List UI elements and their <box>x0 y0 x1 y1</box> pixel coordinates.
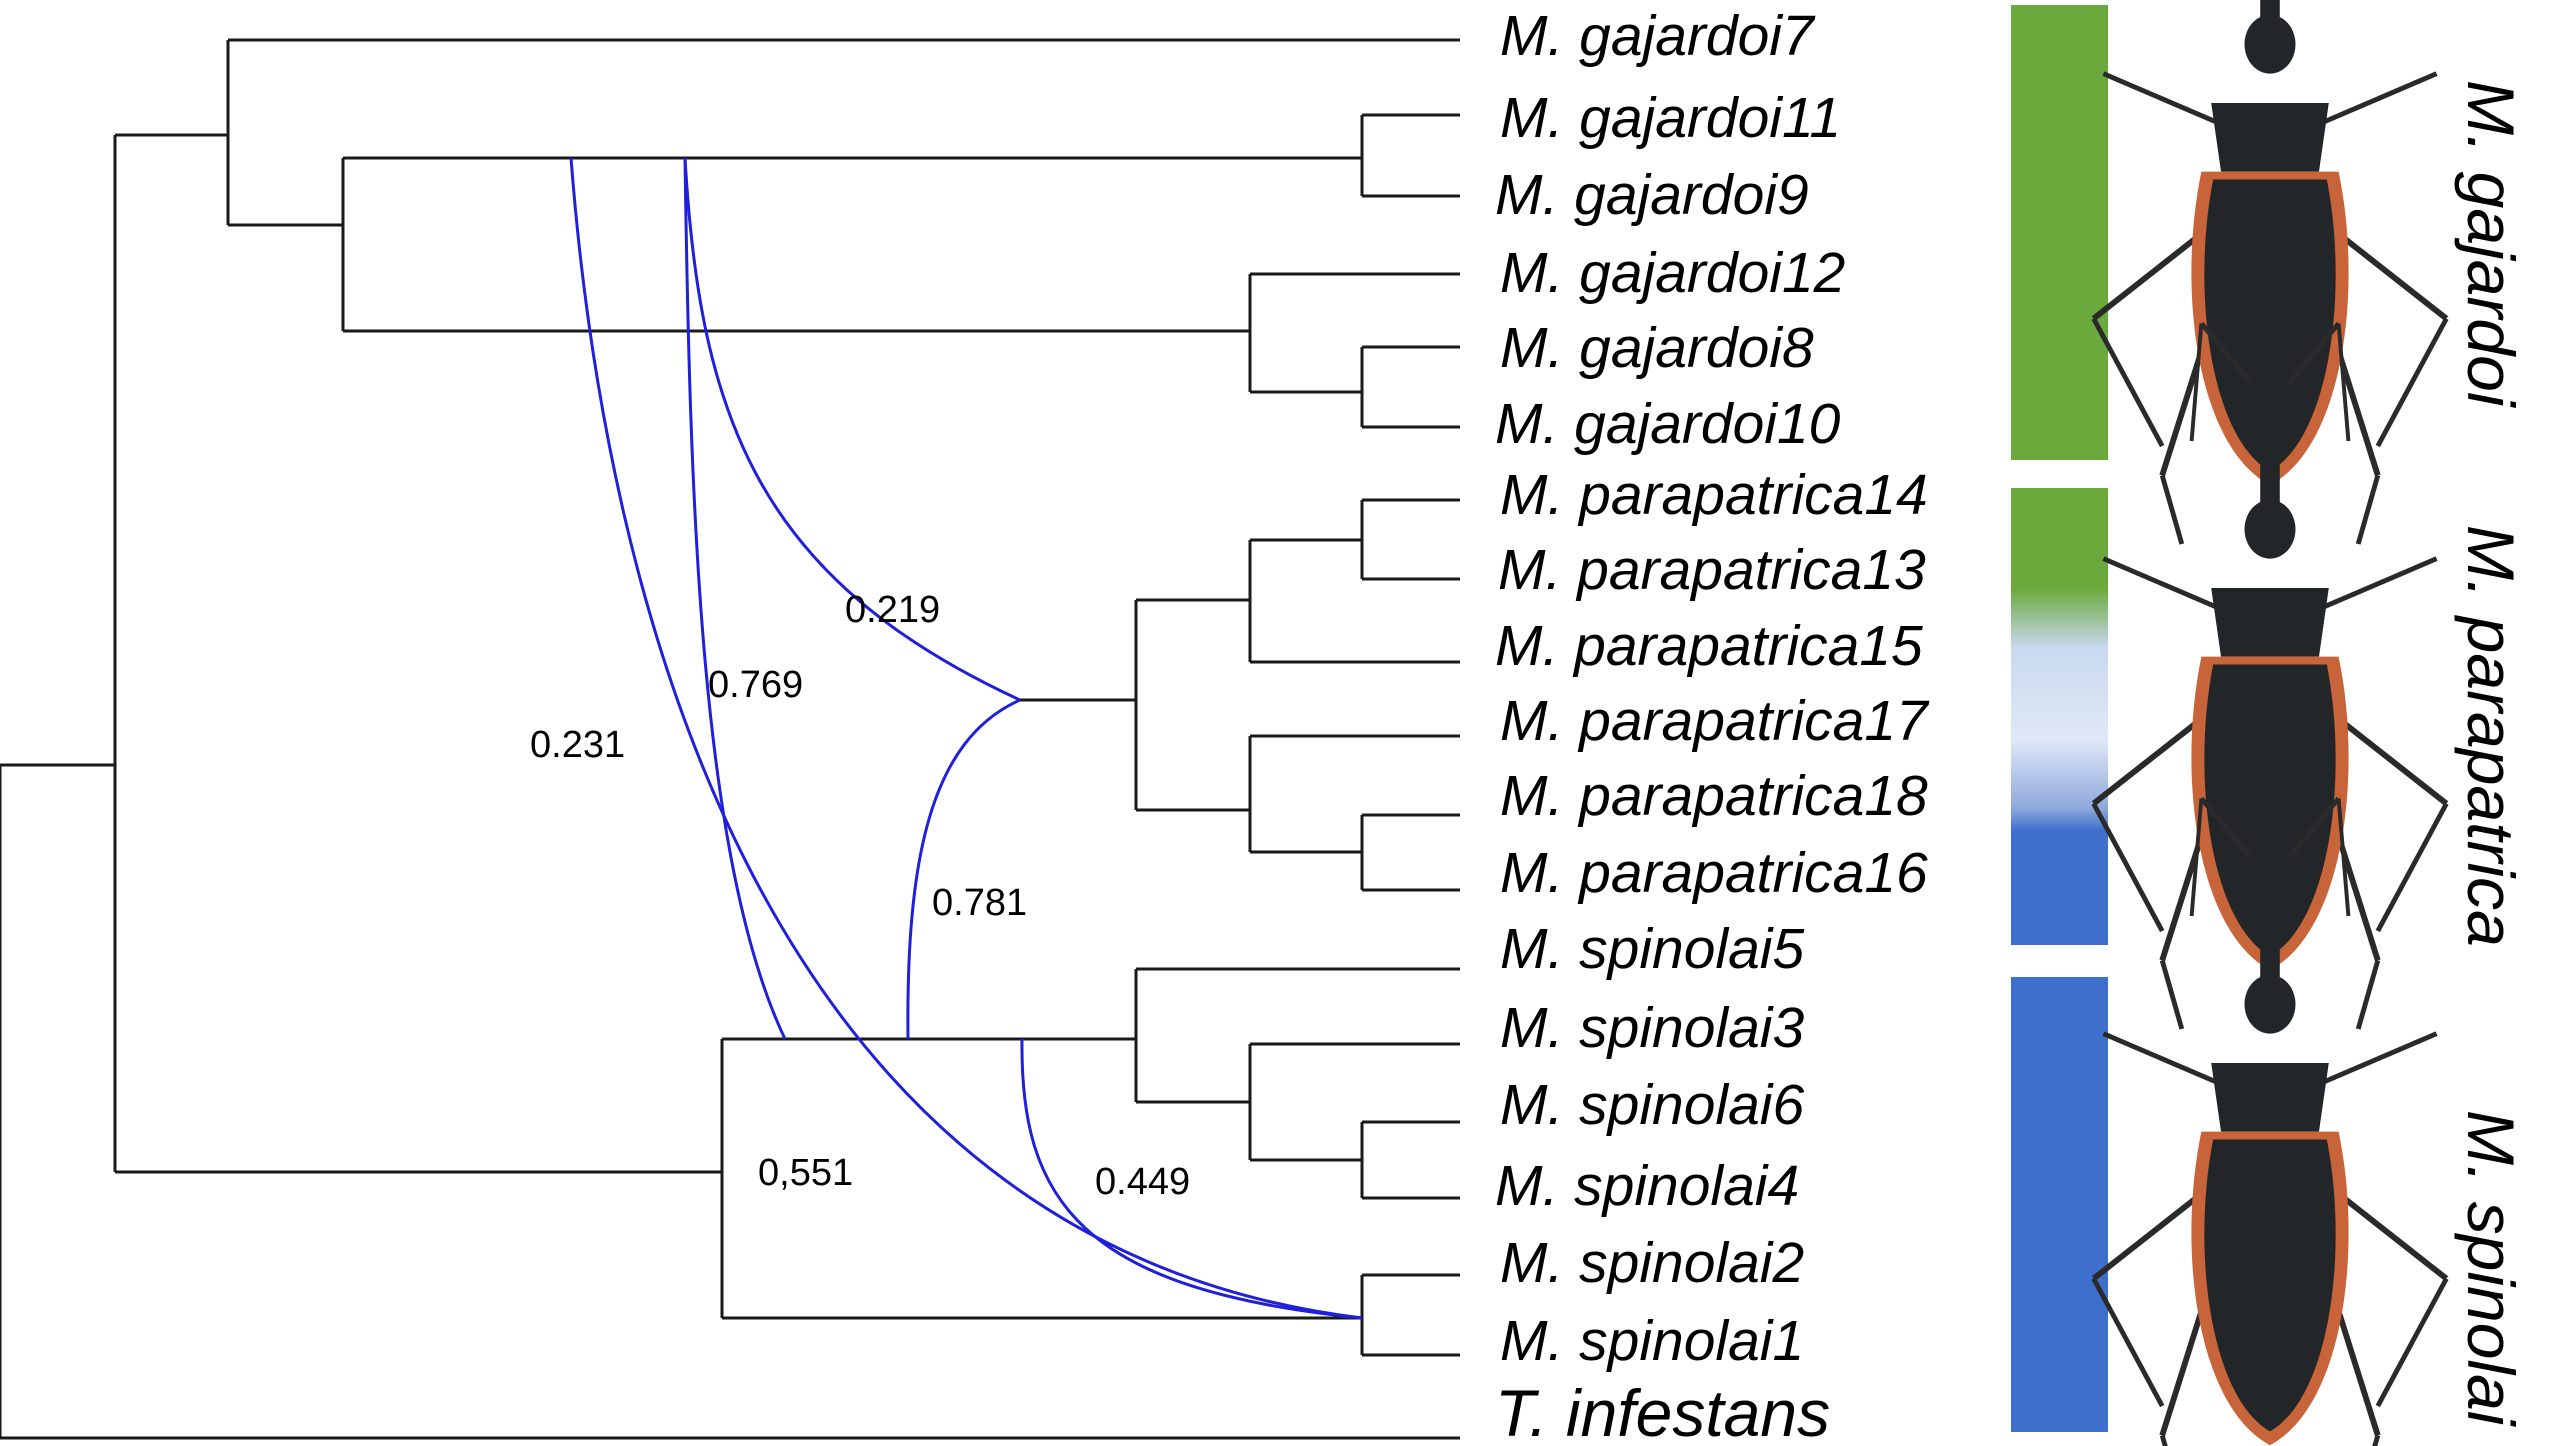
taxon-label: M. spinolai2 <box>1500 1231 1804 1295</box>
taxon-label: M. gajardoi12 <box>1500 241 1845 305</box>
reticulation-edge <box>1020 1038 1363 1320</box>
group-label-spinolai: M. spinolai <box>2454 1110 2528 1428</box>
reticulation-edge <box>683 157 787 1040</box>
probability-label: 0.231 <box>530 724 625 766</box>
taxon-label: M. gajardoi7 <box>1500 4 1816 68</box>
spinolai-bar <box>2011 977 2108 1432</box>
taxon-label: M. parapatrica18 <box>1500 764 1928 828</box>
taxon-label: M. parapatrica17 <box>1500 689 1930 753</box>
insect-spinolai-icon <box>2094 798 2447 1446</box>
probability-label: 0.769 <box>708 664 803 706</box>
taxon-label: M. gajardoi9 <box>1495 163 1809 227</box>
assignment-bars <box>2011 5 2108 1432</box>
group-label-gajardoi: M. gajardoi <box>2454 80 2528 409</box>
reticulation-edge <box>569 157 1363 1320</box>
probability-label: 0.449 <box>1095 1161 1190 1203</box>
inheritance-probabilities: 0.219 0.769 0.231 0.781 0,551 0.449 <box>530 589 1190 1203</box>
reticulation-edges <box>569 157 1363 1320</box>
outgroup-label: T. infestans <box>1495 1376 1830 1446</box>
taxon-label: M. parapatrica15 <box>1495 614 1923 678</box>
taxon-label: M. parapatrica14 <box>1500 463 1928 527</box>
reticulation-edge <box>683 157 1021 702</box>
taxon-label: M. spinolai4 <box>1495 1154 1799 1218</box>
probability-label: 0,551 <box>758 1152 853 1194</box>
gajardoi-bar <box>2011 5 2108 460</box>
taxon-label: M. spinolai1 <box>1500 1309 1804 1373</box>
probability-label: 0.219 <box>845 589 940 631</box>
taxon-label: M. spinolai6 <box>1500 1073 1804 1137</box>
phylogenetic-tree <box>0 38 1460 1440</box>
taxon-label: M. gajardoi11 <box>1500 86 1841 150</box>
taxon-label: M. spinolai3 <box>1500 996 1804 1060</box>
parapatrica-bar <box>2011 488 2108 945</box>
taxon-label: M. parapatrica16 <box>1500 841 1928 905</box>
taxon-label: M. gajardoi10 <box>1495 392 1841 456</box>
taxon-label: M. gajardoi8 <box>1500 316 1814 380</box>
probability-label: 0.781 <box>932 882 1027 924</box>
taxon-label: M. spinolai5 <box>1500 917 1804 981</box>
reticulation-edge <box>906 698 1021 1040</box>
taxon-labels: M. gajardoi7 M. gajardoi11 M. gajardoi9 … <box>1495 4 1930 1446</box>
group-label-parapatrica: M. parapatrica <box>2454 525 2528 947</box>
taxon-label: M. parapatrica13 <box>1498 538 1926 602</box>
